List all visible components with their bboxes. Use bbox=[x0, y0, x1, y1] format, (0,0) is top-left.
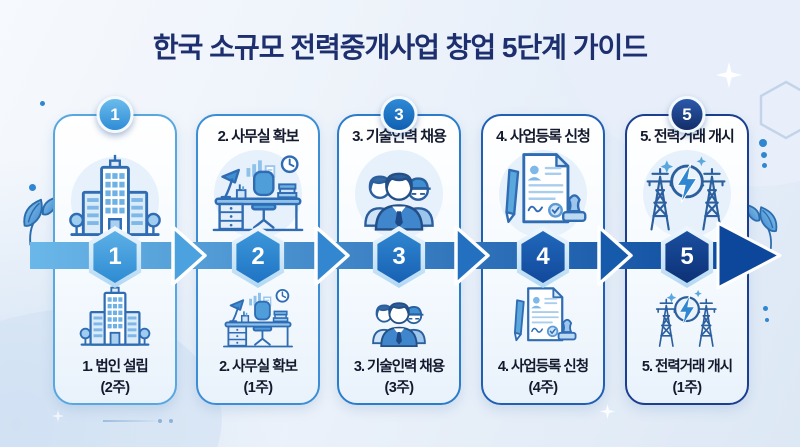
step-label: 4. 사업등록 신청 bbox=[497, 359, 589, 375]
step-duration: (1주) bbox=[243, 380, 273, 396]
step-number-badge: 5 bbox=[668, 96, 706, 133]
timeline-step-number: 5 bbox=[665, 231, 709, 283]
step-duration: (3주) bbox=[384, 380, 414, 396]
step-duration: (1주) bbox=[672, 380, 702, 396]
hexagon-outline-decoration bbox=[759, 80, 800, 140]
dot-decoration bbox=[169, 419, 173, 423]
step-top-title: 3. 기술인력 채용 bbox=[352, 128, 447, 145]
dot-decoration bbox=[29, 184, 36, 191]
step-label: 2. 사무실 확보 bbox=[219, 359, 298, 375]
dot-decoration bbox=[40, 101, 45, 106]
step-label: 5. 전력거래 개시 bbox=[641, 359, 733, 375]
step-top-title: 4. 사업등록 신청 bbox=[496, 128, 591, 145]
dot-decoration bbox=[765, 318, 769, 322]
step-number-badge: 1 bbox=[96, 96, 134, 133]
dot-decoration bbox=[761, 152, 767, 158]
timeline-step-number: 1 bbox=[93, 231, 137, 283]
step-duration: (4주) bbox=[528, 380, 558, 396]
timeline-step-number: 4 bbox=[521, 231, 565, 283]
timeline-hex-badge-3: 3 bbox=[372, 226, 426, 288]
dot-decoration bbox=[759, 139, 767, 147]
step-top-title: 5. 전력거래 개시 bbox=[640, 128, 735, 145]
page-title: 한국 소규모 전력중개사업 창업 5단계 가이드 bbox=[152, 32, 648, 63]
step-label: 1. 법인 설립 bbox=[82, 359, 149, 375]
trail-decoration bbox=[103, 420, 161, 422]
step-label: 3. 기술인력 채용 bbox=[353, 359, 445, 375]
timeline-step-number: 3 bbox=[377, 231, 421, 283]
timeline-step-number: 2 bbox=[236, 231, 280, 283]
dot-decoration bbox=[158, 419, 162, 423]
step-duration: (2주) bbox=[100, 380, 130, 396]
dot-decoration bbox=[762, 163, 767, 168]
dot-decoration bbox=[763, 306, 768, 311]
step-number-badge: 3 bbox=[380, 96, 418, 133]
step-top-title: 2. 사무실 확보 bbox=[217, 128, 300, 145]
sparkle-icon bbox=[600, 404, 615, 419]
